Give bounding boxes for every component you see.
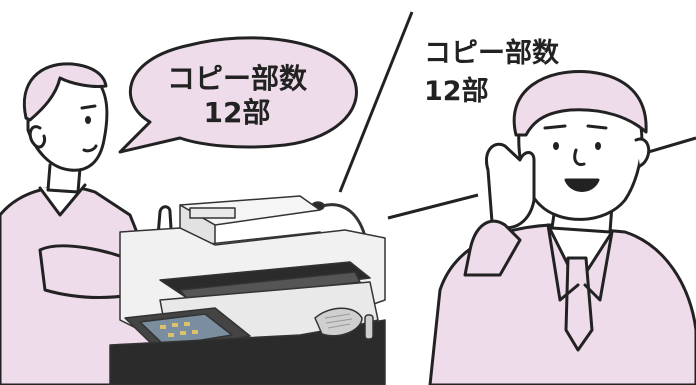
speaker-icon (314, 307, 363, 337)
touchscreen-display (139, 313, 233, 347)
heard-text-line2: 12部 (424, 75, 489, 107)
heard-text-line1: コピー部数 (424, 37, 560, 69)
printer (109, 195, 386, 385)
right-person (428, 70, 696, 385)
sound-line (387, 193, 479, 220)
speech-bubble-line2: 12部 (204, 96, 271, 129)
divider-line (338, 11, 414, 193)
speech-bubble-line1: コピー部数 (167, 62, 308, 95)
speech-bubble: コピー部数 12部 (118, 36, 358, 154)
